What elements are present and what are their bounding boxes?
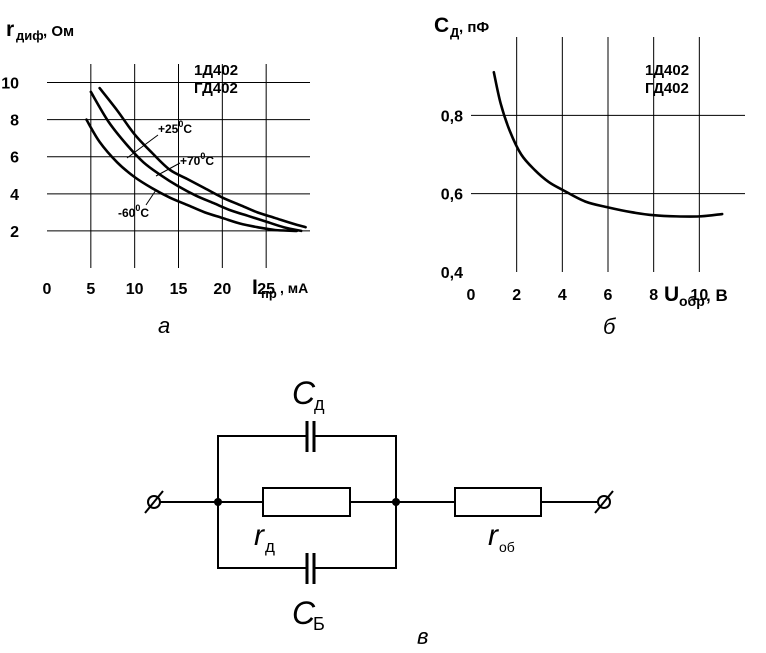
chart-b-xlabel-unit: , В bbox=[706, 286, 728, 305]
chart-a: 0 5 10 15 20 25 2 4 6 8 10 r диф , Ом I пр , мА 1Д… bbox=[1, 18, 310, 338]
chart-a-series-label-minus60-unit: C bbox=[140, 206, 149, 220]
chart-b-legend-line-2: ГД402 bbox=[645, 80, 689, 97]
chart-b-panel-label: б bbox=[603, 314, 617, 339]
chart-a-series-label-plus70-base: +70 bbox=[180, 154, 201, 168]
chartB-x-tick-label: 0 bbox=[467, 287, 476, 304]
chart-b-ylabel-main: C bbox=[434, 14, 449, 37]
chartA-series-line-2 bbox=[85, 118, 299, 233]
chart-a-ylabel-unit: , Ом bbox=[43, 23, 74, 40]
chart-a-leader-minus60 bbox=[145, 189, 157, 206]
label-cb-main: C bbox=[292, 595, 316, 631]
wire-bottom-left bbox=[217, 502, 307, 569]
chart-b-ylabel-sub: Д bbox=[450, 25, 460, 40]
chart-a-series-label-plus70-sup: 0 bbox=[200, 151, 205, 161]
chartA-x-tick-label: 20 bbox=[213, 281, 231, 298]
chart-a-series bbox=[85, 86, 307, 233]
chartA-x-tick-label: 10 bbox=[126, 281, 144, 298]
chart-a-series-label-plus70: +700C bbox=[155, 151, 214, 177]
chart-a-xlabel-main: I bbox=[252, 276, 258, 299]
chartA-y-tick-label: 8 bbox=[10, 113, 19, 130]
chartA-y-tick-label: 10 bbox=[1, 76, 19, 93]
chartB-y-tick-label: 0,8 bbox=[441, 108, 463, 125]
wire-bottom-right bbox=[314, 502, 397, 569]
junction-left bbox=[214, 498, 222, 506]
resistor-rob bbox=[454, 487, 542, 517]
wire-top-right bbox=[314, 435, 397, 502]
label-cd-sub: д bbox=[314, 394, 325, 414]
svg-text:+250C: +250C bbox=[158, 119, 192, 136]
chart-a-series-label-minus60-sup: 0 bbox=[135, 203, 140, 213]
chart-a-legend-line-2: ГД402 bbox=[194, 80, 238, 97]
chart-a-series-label-plus25-unit: C bbox=[183, 122, 192, 136]
chart-a-leader-plus70 bbox=[155, 162, 181, 177]
chartA-x-tick-label: 5 bbox=[86, 281, 95, 298]
label-rd-main: r bbox=[254, 519, 265, 552]
chart-a-series-label-plus70-unit: C bbox=[205, 154, 214, 168]
chartA-series-line-0 bbox=[98, 86, 307, 229]
junction-right bbox=[392, 498, 400, 506]
chart-b-xlabel-main: U bbox=[664, 283, 679, 306]
label-cd-main: C bbox=[292, 375, 316, 411]
chart-a-series-label-plus25-sup: 0 bbox=[178, 119, 183, 129]
chart-a-xlabel-sub: пр bbox=[261, 286, 277, 301]
chartB-series-line-0 bbox=[492, 70, 724, 218]
chartB-x-tick-label: 2 bbox=[512, 287, 521, 304]
chart-a-panel-label: а bbox=[158, 313, 170, 338]
chart-a-xlabel-unit: , мА bbox=[280, 280, 308, 296]
chartB-x-tick-label: 4 bbox=[558, 287, 567, 304]
resistor-rd bbox=[262, 487, 351, 517]
chart-b: 0 2 4 6 8 10 0,4 0,6 0,8 C Д , пФ U обр , В 1Д40… bbox=[434, 14, 745, 339]
circuit-diagram bbox=[144, 421, 614, 584]
chart-a-series-label-minus60: -600C bbox=[118, 189, 157, 220]
label-rd-sub: д bbox=[265, 537, 275, 556]
chart-a-series-label-plus25: +250C bbox=[126, 119, 192, 159]
label-rob-main: r bbox=[488, 519, 499, 552]
chart-a-ylabel-main: r bbox=[6, 18, 14, 41]
chartB-y-tick-label: 0,6 bbox=[441, 187, 463, 204]
chart-a-legend-line-1: 1Д402 bbox=[194, 62, 238, 79]
chart-a-series-label-plus25-base: +25 bbox=[158, 122, 179, 136]
chartB-x-tick-label: 10 bbox=[690, 287, 708, 304]
chart-a-tick-labels: 0 5 10 15 20 25 2 4 6 8 10 bbox=[1, 76, 275, 298]
chartA-x-tick-label: 0 bbox=[43, 281, 52, 298]
terminal-output bbox=[594, 490, 614, 514]
chartA-y-tick-label: 2 bbox=[10, 224, 19, 241]
label-cb-sub: Б bbox=[313, 614, 325, 634]
chartB-y-tick-label: 0,4 bbox=[441, 265, 463, 282]
chart-a-leader-plus25 bbox=[126, 134, 159, 159]
terminal-input bbox=[144, 490, 164, 514]
chart-b-ylabel-unit: , пФ bbox=[459, 19, 489, 36]
wire-top-left bbox=[217, 435, 307, 502]
chart-a-ylabel-sub: диф bbox=[16, 28, 44, 43]
chartB-x-tick-label: 8 bbox=[649, 287, 658, 304]
svg-text:+700C: +700C bbox=[180, 151, 214, 168]
chart-b-series bbox=[492, 70, 724, 218]
circuit-labels: C д C Б r д r об в bbox=[254, 375, 515, 649]
chart-b-tick-labels: 0 2 4 6 8 10 0,4 0,6 0,8 bbox=[441, 108, 709, 304]
chartA-x-tick-label: 25 bbox=[257, 281, 275, 298]
svg-text:-600C: -600C bbox=[118, 203, 149, 220]
label-rob-sub: об bbox=[499, 539, 515, 555]
chartA-y-tick-label: 4 bbox=[10, 187, 19, 204]
chart-b-grid bbox=[471, 37, 745, 272]
chart-b-legend-line-1: 1Д402 bbox=[645, 62, 689, 79]
chart-a-series-label-minus60-base: -60 bbox=[118, 206, 136, 220]
circuit-panel-label: в bbox=[417, 624, 428, 649]
chart-b-xlabel-sub: обр bbox=[679, 293, 705, 309]
chartA-x-tick-label: 15 bbox=[170, 281, 188, 298]
chartA-y-tick-label: 6 bbox=[10, 150, 19, 167]
chart-a-grid bbox=[47, 64, 310, 268]
chartB-x-tick-label: 6 bbox=[604, 287, 613, 304]
chartA-series-line-1 bbox=[89, 90, 303, 233]
